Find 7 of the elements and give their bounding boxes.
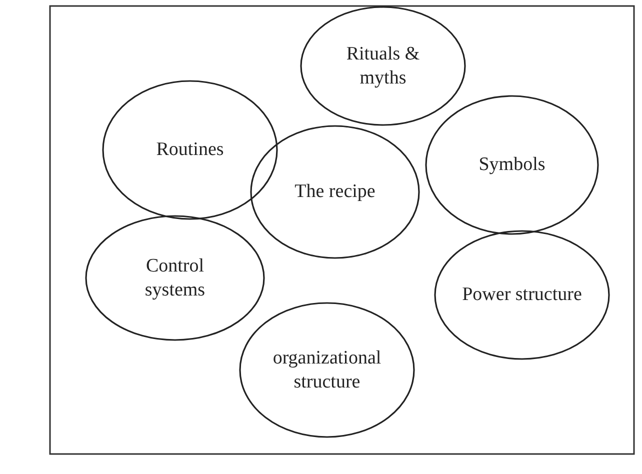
node-label: Control systems	[144, 254, 206, 302]
node-label: Rituals & myths	[345, 42, 421, 90]
node-label: Power structure	[462, 283, 582, 307]
node-label: The recipe	[294, 180, 376, 204]
node-label: organizational structure	[272, 346, 382, 394]
node-label: Routines	[155, 138, 225, 162]
node-label: Symbols	[478, 153, 546, 177]
